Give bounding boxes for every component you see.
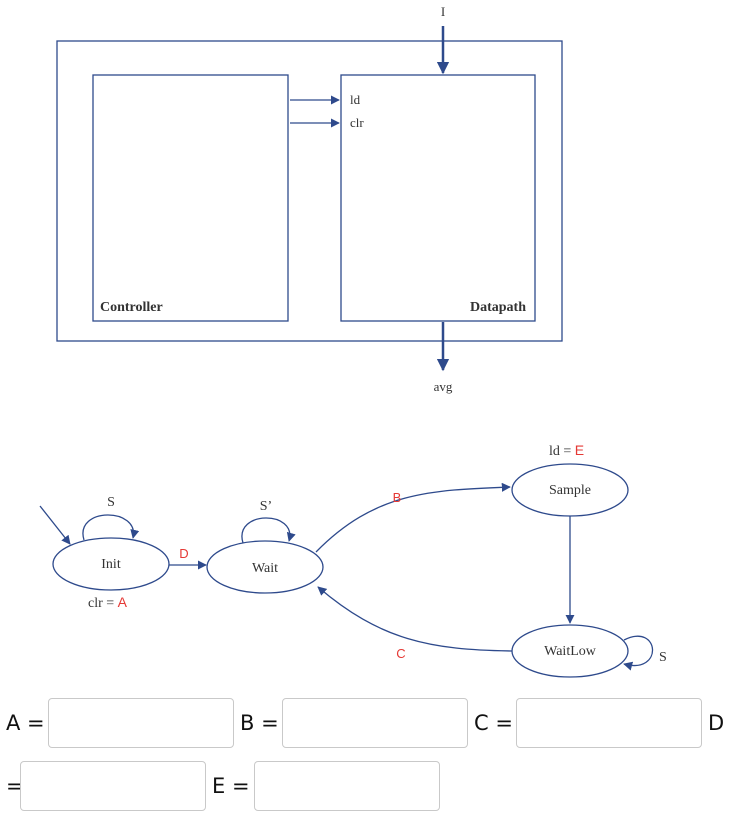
waitlow-to-wait-arrow bbox=[317, 586, 513, 652]
init-output: clr = A bbox=[88, 594, 128, 611]
clr-label: clr bbox=[350, 115, 364, 130]
state-init bbox=[52, 537, 170, 591]
answer-b-input[interactable] bbox=[282, 698, 468, 748]
sample-output: ld = E bbox=[549, 442, 584, 459]
answer-c-input[interactable] bbox=[516, 698, 702, 748]
fsm-diagram bbox=[39, 463, 654, 678]
transition-label-d: D bbox=[179, 546, 188, 561]
answer-d-input[interactable] bbox=[20, 761, 206, 811]
output-label: avg bbox=[434, 379, 453, 394]
sample-state-label: Sample bbox=[549, 483, 591, 498]
ld-label: ld bbox=[350, 92, 361, 107]
controller-box bbox=[92, 74, 289, 322]
wait-to-sample-arrow bbox=[315, 482, 511, 553]
waitlow-state-label: WaitLow bbox=[544, 644, 597, 659]
waitlow-self-loop bbox=[623, 635, 654, 671]
answer-c-label: C = bbox=[474, 711, 513, 735]
answer-e-input[interactable] bbox=[254, 761, 440, 811]
waitlow-loop-label: S bbox=[659, 650, 667, 665]
start-arrow bbox=[39, 505, 71, 545]
answer-a-label: A = bbox=[6, 711, 45, 735]
answer-a-input[interactable] bbox=[48, 698, 234, 748]
input-label: I bbox=[441, 4, 445, 19]
answer-d-label-top: D bbox=[708, 711, 725, 735]
answer-b-label: B = bbox=[240, 711, 279, 735]
circuit-fsm-diagram: I ld clr Controller Datapath avg Init Wa… bbox=[39, 4, 667, 678]
transition-label-b: B bbox=[393, 490, 402, 505]
answer-row-1: A = B = C = D bbox=[6, 698, 736, 748]
answer-row-2: = E = bbox=[6, 761, 440, 811]
block-diagram bbox=[56, 26, 563, 372]
controller-label: Controller bbox=[100, 300, 163, 315]
init-self-loop bbox=[82, 514, 140, 541]
init-state-label: Init bbox=[101, 557, 121, 572]
system-outer-box bbox=[56, 40, 563, 342]
state-wait bbox=[206, 540, 324, 594]
datapath-box bbox=[340, 74, 536, 322]
wait-state-label: Wait bbox=[252, 561, 278, 576]
init-loop-label: S bbox=[107, 495, 115, 510]
wait-loop-label: S’ bbox=[260, 499, 272, 514]
answer-d-label-bottom: = bbox=[6, 774, 24, 798]
wait-self-loop bbox=[241, 517, 296, 544]
transition-label-c: C bbox=[396, 646, 405, 661]
datapath-label: Datapath bbox=[470, 300, 526, 315]
answer-e-label: E = bbox=[212, 774, 250, 798]
